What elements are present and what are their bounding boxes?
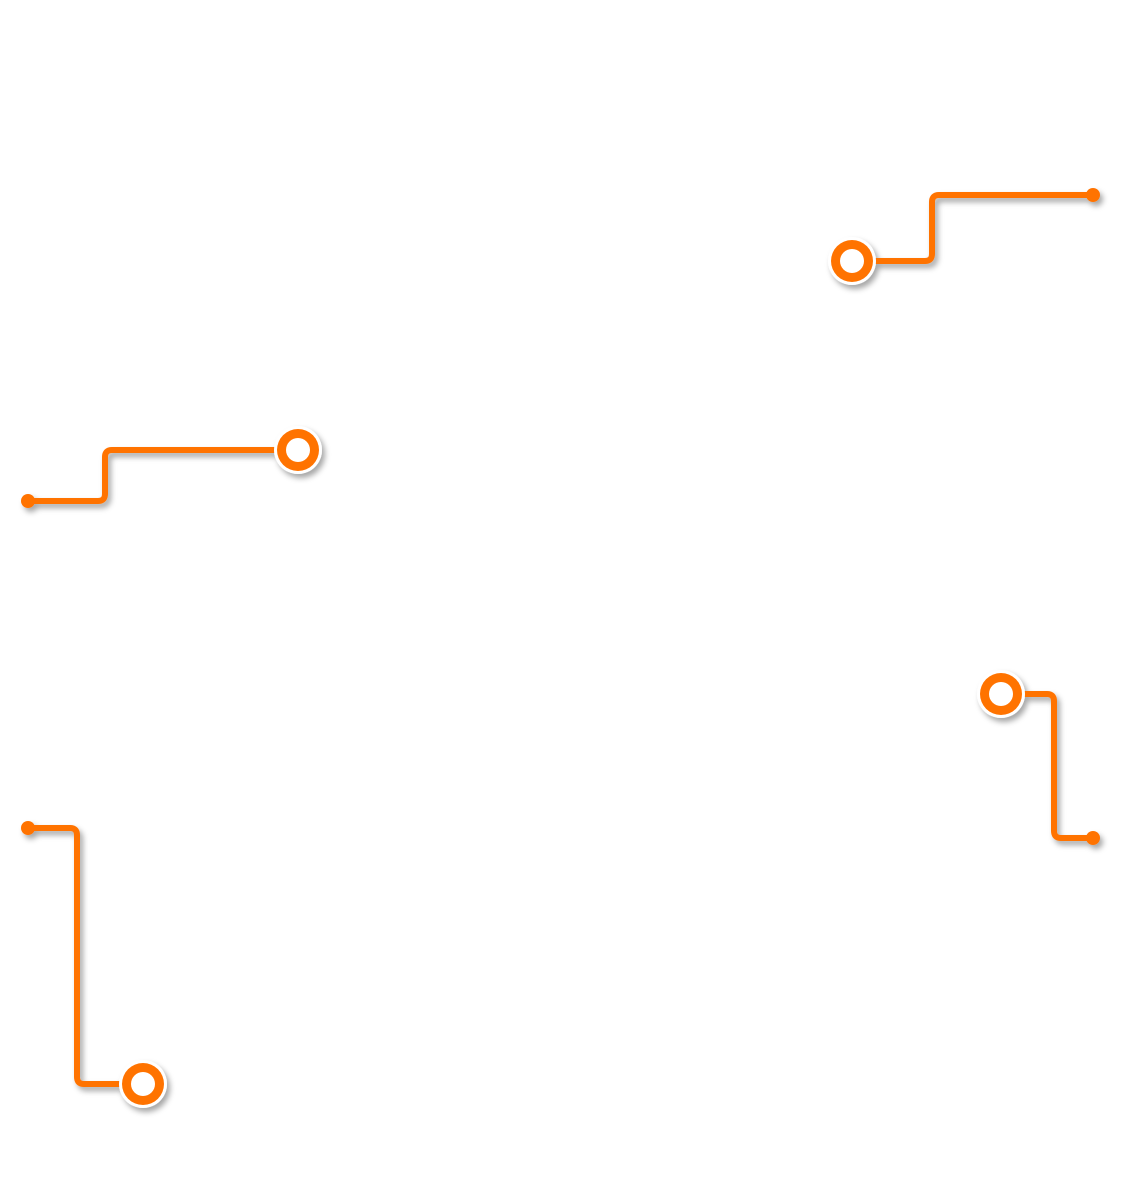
connector-top-right: [828, 188, 1100, 285]
anchor-ring-icon: [274, 426, 322, 474]
connector-bottom-left: [21, 821, 167, 1108]
anchor-ring-icon: [119, 1060, 167, 1108]
endpoint-dot: [21, 821, 35, 835]
connector-middle-left: [21, 426, 322, 508]
endpoint-dot: [1086, 831, 1100, 845]
connector-right: [977, 670, 1100, 845]
endpoint-dot: [21, 494, 35, 508]
anchor-ring-icon: [977, 670, 1025, 718]
connector-line: [998, 691, 1096, 841]
connector-line: [25, 825, 146, 1087]
anchor-ring-icon: [828, 237, 876, 285]
connector-line: [25, 447, 301, 504]
endpoint-dot: [1086, 188, 1100, 202]
connector-line: [849, 192, 1096, 264]
